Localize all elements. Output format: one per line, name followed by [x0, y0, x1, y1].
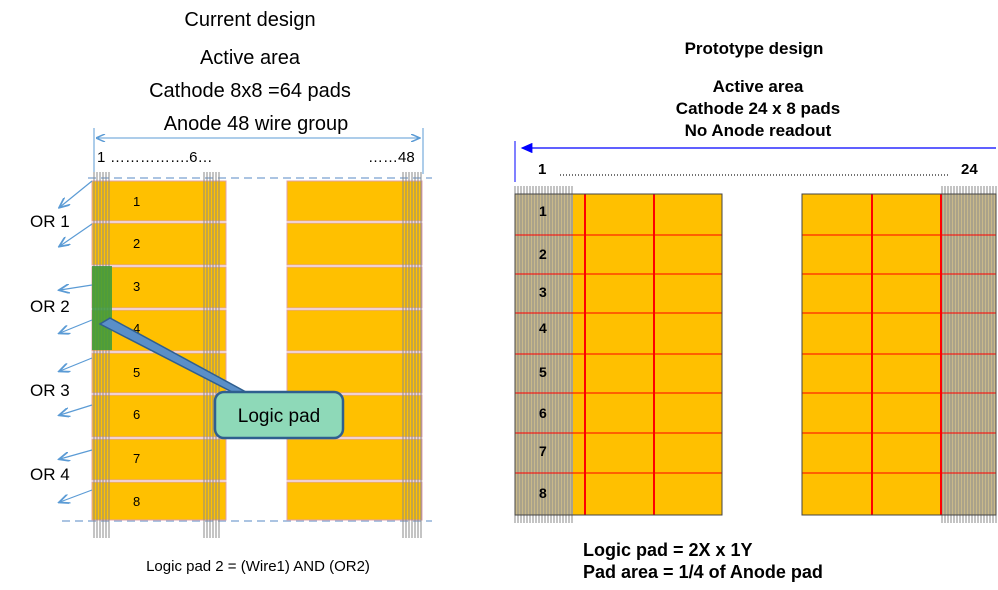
right-header: Prototype design Active area Cathode 24 …: [676, 39, 840, 140]
wire-end-label: ……48: [368, 149, 415, 166]
left-a-pad-3: [91, 266, 227, 309]
left-b-pad-7: [286, 438, 423, 481]
proto-pad-number-5: 5: [539, 364, 547, 380]
left-b-pad-2: [286, 222, 423, 266]
left-a-pad-1: [91, 180, 227, 222]
or-arrow-6: [60, 404, 93, 415]
proto-block-border: [801, 193, 997, 516]
left-a-pad-7: [91, 438, 227, 481]
or-arrow-2: [60, 223, 93, 246]
left-pad-number-5: 5: [133, 365, 140, 380]
callout-box: [213, 390, 345, 440]
left-pad-number-6: 6: [133, 407, 140, 422]
or-arrow-4: [60, 319, 93, 333]
left-line-1: Active area: [200, 47, 301, 69]
or-labels: OR 1 OR 2 OR 3 OR 4: [30, 212, 70, 484]
left-line-2: Cathode 8x8 =64 pads: [149, 80, 351, 102]
left-b-pad-5: [286, 352, 423, 394]
left-a-pad-6: [91, 394, 227, 438]
left-pad-number-8: 8: [133, 494, 140, 509]
right-footer-1: Logic pad = 2X x 1Y: [583, 540, 753, 560]
left-a-pad-8: [91, 481, 227, 521]
or-arrow-7: [60, 449, 93, 459]
proto-pad-numbers: 1 2 3 4 5 6 7 8: [539, 203, 547, 501]
wire-mid-label: …………….6…: [110, 149, 213, 166]
left-line-3: Anode 48 wire group: [164, 113, 349, 135]
left-pad-number-7: 7: [133, 451, 140, 466]
proto-pad-number-3: 3: [539, 284, 547, 300]
or-arrow-3: [60, 285, 93, 290]
left-b-pad-4: [286, 309, 423, 352]
callout-label: Logic pad: [238, 406, 320, 427]
left-pad-number-3: 3: [133, 279, 140, 294]
wire-group-48: [402, 172, 422, 538]
proto-pad-number-6: 6: [539, 405, 547, 421]
right-line-1: Active area: [713, 77, 804, 96]
right-footer-2: Pad area = 1/4 of Anode pad: [583, 562, 823, 582]
or-label-1: OR 1: [30, 212, 70, 231]
left-pad-number-4: 4: [133, 321, 140, 336]
proto-pad-number-2: 2: [539, 246, 547, 262]
left-wire-groups: [93, 172, 422, 538]
wire-span-indicator: 1 …………….6… ……48: [93, 128, 424, 174]
left-b-pad-3: [286, 266, 423, 309]
proto-block-left: [514, 186, 723, 523]
or-arrow-1: [60, 180, 93, 207]
left-header: Current design Active area Cathode 8x8 =…: [149, 9, 351, 135]
right-line-3: No Anode readout: [685, 121, 832, 140]
left-pad-number-2: 2: [133, 236, 140, 251]
proto-pad-number-4: 4: [539, 320, 547, 336]
or-arrow-8: [60, 489, 93, 502]
left-b-pad-8: [286, 481, 423, 521]
left-pad-number-1: 1: [133, 194, 140, 209]
proto-pad-number-8: 8: [539, 485, 547, 501]
proto-index-start: 1: [538, 161, 546, 178]
left-footer: Logic pad 2 = (Wire1) AND (OR2): [146, 558, 370, 575]
or-arrow-5: [60, 357, 93, 371]
left-pad-column-b: [286, 180, 423, 521]
proto-pad-number-1: 1: [539, 203, 547, 219]
wire-group-1: [93, 172, 110, 538]
proto-pad-blocks: [514, 186, 997, 523]
or-label-4: OR 4: [30, 465, 70, 484]
proto-block-border: [514, 193, 723, 516]
proto-pad-number-7: 7: [539, 443, 547, 459]
wire-start-label: 1: [97, 149, 105, 166]
left-pad-numbers: 1 2 3 4 5 6 7 8: [133, 194, 140, 509]
proto-block-right: [801, 186, 997, 523]
right-heading: Prototype design: [685, 39, 824, 58]
right-line-2: Cathode 24 x 8 pads: [676, 99, 840, 118]
or-label-2: OR 2: [30, 297, 70, 316]
wire-group-6: [203, 172, 220, 538]
left-a-pad-2: [91, 222, 227, 266]
logic-pad-highlight: [92, 266, 112, 350]
logic-pad-callout: Logic pad: [98, 317, 345, 440]
or-label-3: OR 3: [30, 381, 70, 400]
proto-index-end: 24: [961, 161, 978, 178]
or-arrows: [60, 180, 93, 502]
left-b-pad-1: [286, 180, 423, 222]
left-heading: Current design: [184, 9, 315, 31]
